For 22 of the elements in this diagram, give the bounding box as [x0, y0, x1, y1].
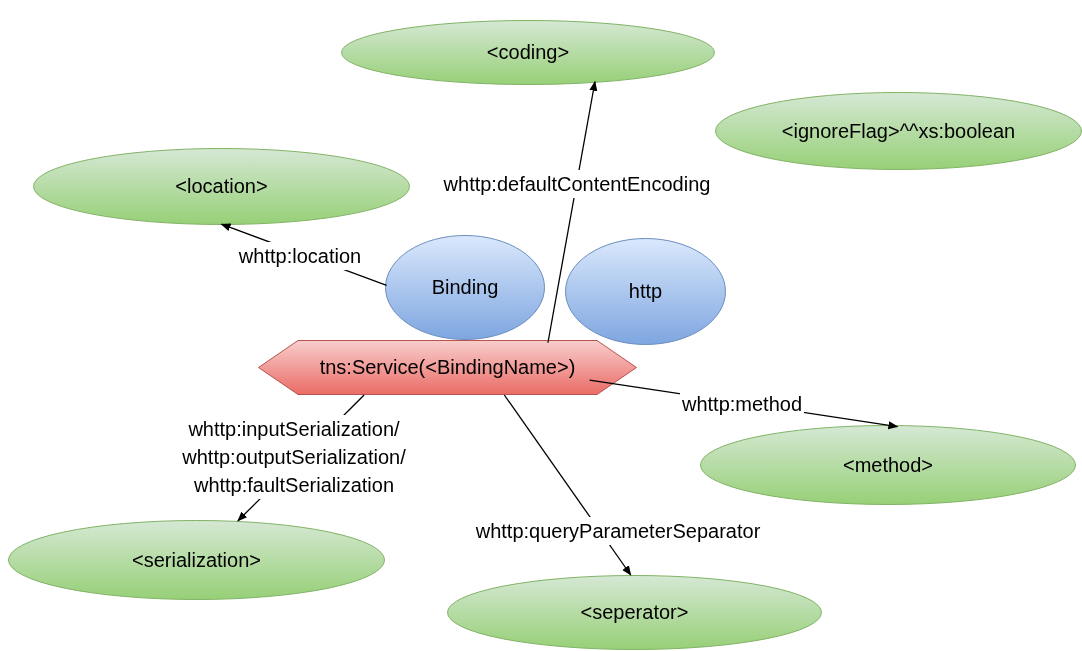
node-label: Binding — [431, 276, 499, 299]
ellipse-node — [447, 575, 822, 650]
node-label: <ignoreFlag>^^xs:boolean — [781, 119, 1016, 143]
node-label: <serialization> — [132, 548, 261, 572]
node-label: http — [628, 280, 663, 303]
ellipse-node — [565, 238, 726, 345]
ellipse-node — [700, 425, 1076, 505]
ellipse-node — [385, 235, 545, 340]
node-label: <seperator> — [580, 601, 689, 624]
node-label: tns:Service(<BindingName>) — [319, 356, 576, 379]
node-label: <location> — [175, 175, 268, 198]
ellipse-node — [715, 92, 1082, 170]
ellipse-node — [33, 148, 410, 225]
node-label: <coding> — [486, 41, 570, 64]
edge-label: whttp:method — [679, 390, 805, 418]
edge-label: whttp:queryParameterSeparator — [473, 517, 763, 545]
arrow — [547, 80, 598, 344]
ellipse-node — [8, 520, 385, 600]
hexagon-node — [258, 340, 637, 395]
node-label: <method> — [842, 453, 934, 477]
ellipse-node — [341, 20, 715, 85]
edge-label: whttp:defaultContentEncoding — [441, 170, 713, 198]
